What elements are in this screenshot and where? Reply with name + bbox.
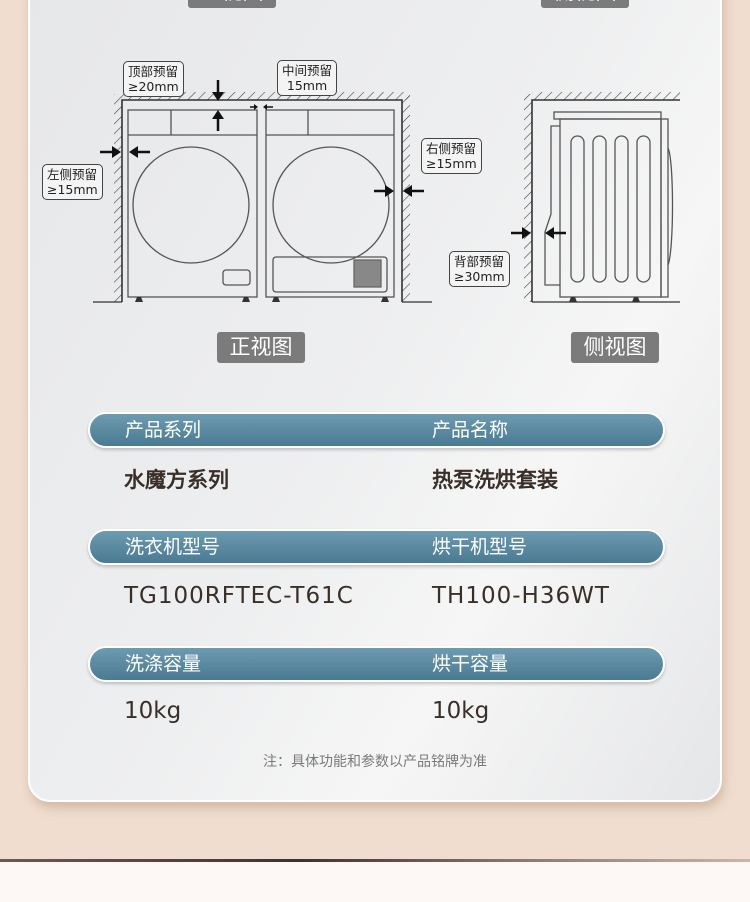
callout-right-clearance: 右侧预留≥15mm — [421, 138, 482, 174]
spec-value: 10kg — [432, 698, 490, 724]
spec-header: 产品名称 — [432, 419, 509, 441]
callout-title: 右侧预留 — [426, 141, 477, 156]
callout-value: ≥30mm — [454, 269, 505, 284]
side-view-drawing — [511, 92, 680, 303]
spec-value: TG100RFTEC-T61C — [124, 583, 354, 609]
side-view-label: 侧视图 — [571, 332, 659, 363]
disclaimer-note: 注：具体功能和参数以产品铭牌为准 — [263, 754, 487, 770]
callout-title: 左侧预留 — [47, 167, 98, 182]
callout-left-clearance: 左侧预留≥15mm — [42, 164, 103, 200]
side-view-label-top: 侧视图 — [541, 0, 629, 8]
spec-value: 热泵洗烘套装 — [432, 468, 558, 492]
callout-title: 背部预留 — [454, 254, 505, 269]
spec-header-row: 产品系列 产品名称 — [88, 412, 665, 448]
front-view-drawing — [93, 80, 432, 303]
front-view-label-top: 正视图 — [188, 0, 276, 8]
spec-value: TH100-H36WT — [432, 583, 610, 609]
spec-value: 水魔方系列 — [124, 468, 229, 492]
clearance-arrows — [100, 80, 424, 197]
spec-header: 产品系列 — [125, 419, 202, 441]
spec-header: 烘干容量 — [432, 653, 509, 675]
callout-value: ≥15mm — [47, 182, 98, 197]
spec-header-row: 洗衣机型号 烘干机型号 — [88, 529, 665, 565]
callout-back-clearance: 背部预留≥30mm — [449, 251, 510, 287]
callout-title: 顶部预留 — [128, 64, 179, 79]
footer-area — [0, 862, 750, 902]
callout-value: ≥15mm — [426, 156, 477, 171]
callout-value: ≥20mm — [128, 79, 179, 94]
spec-header-row: 洗涤容量 烘干容量 — [88, 646, 665, 682]
spec-value: 10kg — [124, 698, 182, 724]
callout-value: 15mm — [286, 78, 328, 93]
front-view-label: 正视图 — [217, 332, 305, 363]
spec-header: 烘干机型号 — [432, 536, 528, 558]
spec-header: 洗涤容量 — [125, 653, 202, 675]
divider — [0, 859, 750, 862]
callout-title: 中间预留 — [282, 63, 333, 78]
spec-header: 洗衣机型号 — [125, 536, 221, 558]
spec-value-row: TG100RFTEC-T61C TH100-H36WT — [88, 581, 665, 611]
installation-diagram — [93, 80, 680, 303]
spec-value-row: 水魔方系列 热泵洗烘套装 — [88, 465, 665, 495]
spec-value-row: 10kg 10kg — [88, 696, 665, 726]
callout-top-clearance: 顶部预留≥20mm — [123, 61, 184, 97]
